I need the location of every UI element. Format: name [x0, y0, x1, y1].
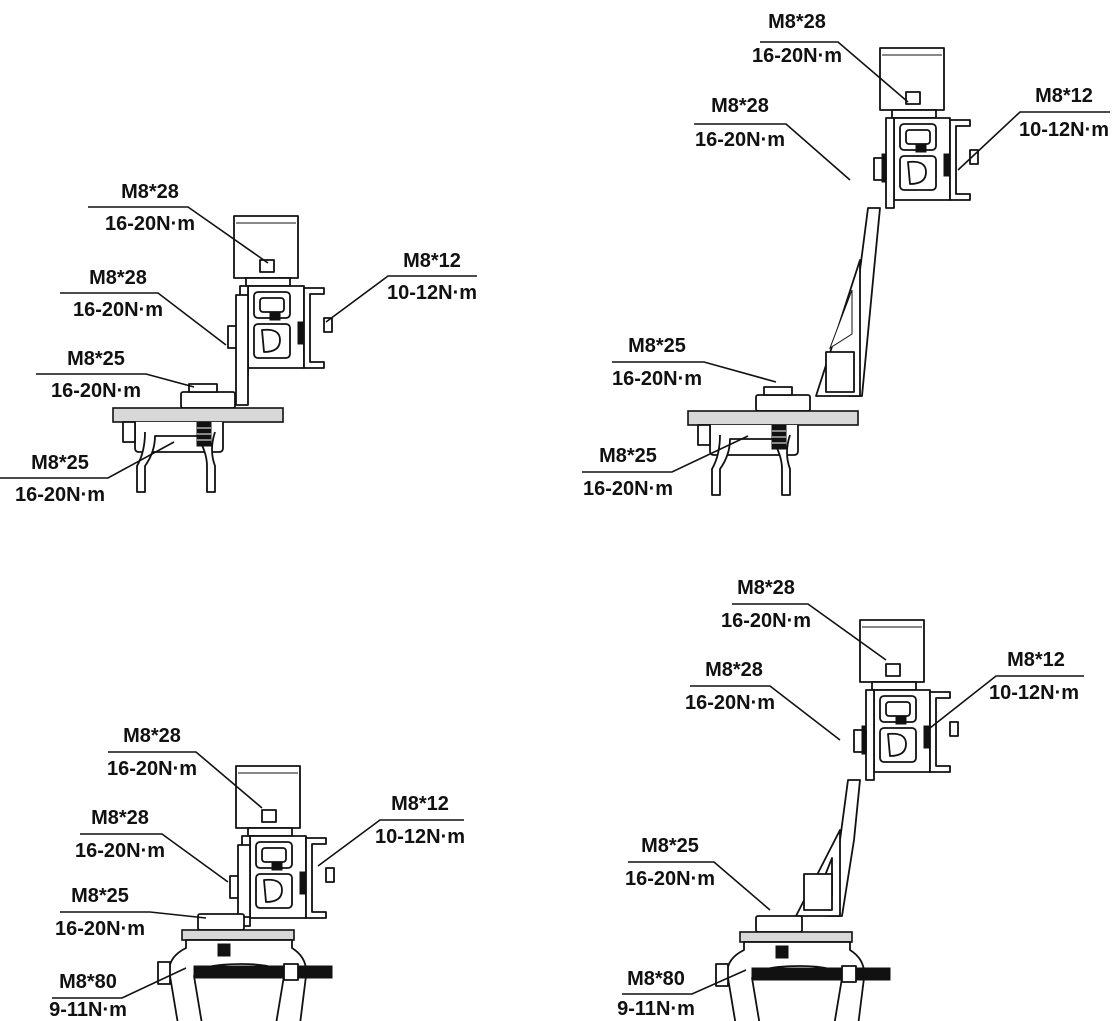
bracket-assembly — [873, 47, 979, 209]
callout-torque: 16-20N·m — [625, 868, 715, 890]
callout-spec: M8*12 — [1007, 649, 1065, 671]
callout-torque: 16-20N·m — [685, 692, 775, 714]
roof-clamp-base — [157, 913, 333, 1021]
callout-spec: M8*28 — [711, 95, 769, 117]
callout-torque: 10-12N·m — [375, 826, 465, 848]
callout-spec: M8*28 — [121, 181, 179, 203]
callout-spec: M8*12 — [391, 793, 449, 815]
diagram-3: M8*28 16-20N·m M8*28 16-20N·m M8*25 16-2… — [49, 725, 465, 1021]
callout-torque: 16-20N·m — [75, 840, 165, 862]
callout-spec: M8*25 — [71, 885, 129, 907]
callout-torque: 10-12N·m — [387, 282, 477, 304]
callout-spec: M8*25 — [31, 452, 89, 474]
callout-spec: M8*12 — [403, 250, 461, 272]
callout-torque: 16-20N·m — [15, 484, 105, 506]
callout-torque: 10-12N·m — [1019, 119, 1109, 141]
callout-torque: 16-20N·m — [107, 758, 197, 780]
callout-torque: 9-11N·m — [49, 999, 127, 1021]
callout-torque: 16-20N·m — [612, 368, 702, 390]
callout-spec: M8*25 — [641, 835, 699, 857]
callout-torque: 16-20N·m — [695, 129, 785, 151]
bracket-assembly — [853, 619, 959, 781]
callout-spec: M8*25 — [628, 335, 686, 357]
callout-torque: 9-11N·m — [617, 998, 695, 1020]
callout-spec: M8*28 — [89, 267, 147, 289]
callout-spec: M8*25 — [599, 445, 657, 467]
callout-spec: M8*28 — [91, 807, 149, 829]
diagram-2: M8*28 16-20N·m M8*28 16-20N·m M8*25 16-2… — [582, 11, 1110, 500]
callout-spec: M8*28 — [123, 725, 181, 747]
diagram-1: M8*28 16-20N·m M8*28 16-20N·m M8*25 16-2… — [0, 181, 477, 506]
diagram-4: M8*28 16-20N·m M8*28 16-20N·m M8*25 16-2… — [617, 577, 1084, 1021]
callout-torque: 16-20N·m — [55, 918, 145, 940]
callout-torque: 16-20N·m — [51, 380, 141, 402]
callout-torque: 16-20N·m — [73, 299, 163, 321]
callout-torque: 10-12N·m — [989, 682, 1079, 704]
callout-torque: 16-20N·m — [752, 45, 842, 67]
roof-clamp-base — [715, 915, 891, 1021]
callout-torque: 16-20N·m — [583, 478, 673, 500]
callout-spec: M8*28 — [737, 577, 795, 599]
rail-clamp-base — [687, 386, 859, 496]
callout-spec: M8*80 — [59, 971, 117, 993]
callout-spec: M8*80 — [627, 968, 685, 990]
callout-torque: 16-20N·m — [105, 213, 195, 235]
callout-torque: 16-20N·m — [721, 610, 811, 632]
callout-spec: M8*25 — [67, 348, 125, 370]
callout-spec: M8*28 — [768, 11, 826, 33]
callout-spec: M8*28 — [705, 659, 763, 681]
callout-spec: M8*12 — [1035, 85, 1093, 107]
